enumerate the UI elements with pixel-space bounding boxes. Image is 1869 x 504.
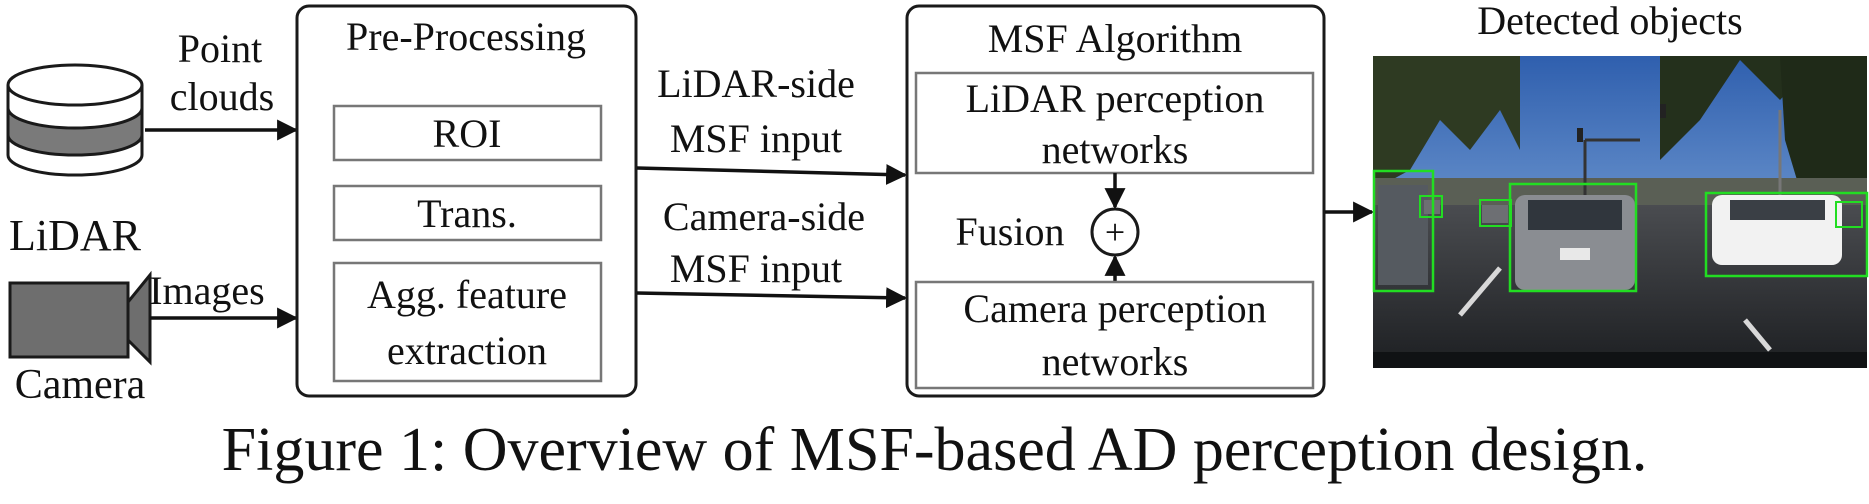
- fusion-symbol: +: [1105, 212, 1125, 252]
- point-clouds-label-line1: Point: [178, 26, 262, 71]
- camera-side-label-line2: MSF input: [670, 246, 842, 291]
- camera-side-arrow: [636, 287, 908, 309]
- camera-perception-label-line1: Camera perception: [963, 286, 1266, 331]
- figure-caption: Figure 1: Overview of MSF-based AD perce…: [221, 416, 1648, 484]
- camera-perception-box: [914, 280, 1315, 390]
- camera-icon: [8, 270, 152, 366]
- roi-box: [332, 104, 603, 162]
- trans-box: [332, 184, 603, 242]
- msf-algorithm-title: MSF Algorithm: [988, 16, 1243, 61]
- lidar-perception-box: [914, 71, 1315, 175]
- camera-perception-label-line2: networks: [1042, 339, 1189, 384]
- lidar-perception-label-line2: networks: [1042, 127, 1189, 172]
- detected-objects-title: Detected objects: [1477, 0, 1742, 43]
- lidar-side-arrow: [636, 164, 908, 186]
- point-clouds-label-line2: clouds: [170, 74, 274, 119]
- detected-objects-image: [1372, 56, 1869, 368]
- agg-feature-label-line2: extraction: [387, 328, 547, 373]
- camera-side-label-line1: Camera-side: [663, 194, 865, 239]
- lidar-perception-label-line1: LiDAR perception: [966, 76, 1265, 121]
- lidar-side-label-line1: LiDAR-side: [657, 61, 855, 106]
- roi-label: ROI: [433, 111, 502, 156]
- fusion-label: Fusion: [956, 209, 1065, 254]
- agg-feature-label-line1: Agg. feature: [367, 272, 567, 317]
- preprocessing-title: Pre-Processing: [346, 14, 586, 59]
- trans-label: Trans.: [417, 191, 517, 236]
- lidar-label: LiDAR: [9, 211, 142, 260]
- images-label: Images: [149, 268, 265, 313]
- lidar-side-label-line2: MSF input: [670, 116, 842, 161]
- camera-label: Camera: [15, 362, 146, 408]
- diagram-canvas: LiDAR Camera Point clouds Images Pre-Pro…: [6, 0, 1869, 408]
- lidar-icon: [6, 63, 144, 177]
- agg-feature-box: [332, 261, 603, 383]
